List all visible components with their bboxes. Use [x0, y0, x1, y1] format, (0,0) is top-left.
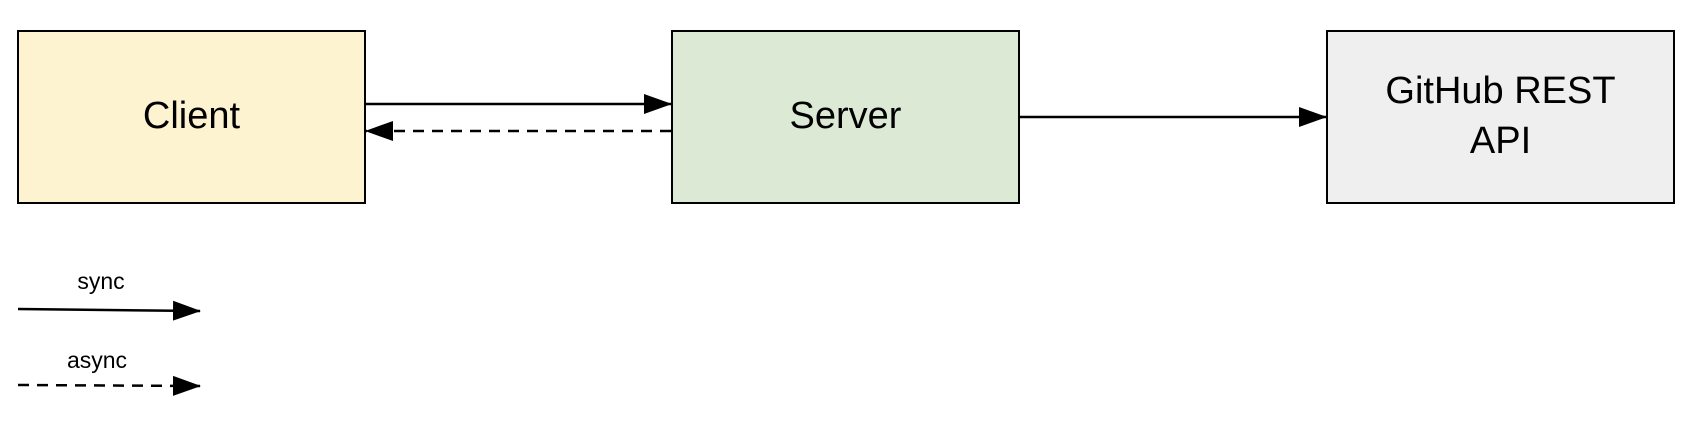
github-api-box — [1326, 30, 1675, 204]
legend-async-label: async — [67, 347, 127, 373]
server-node: Server — [671, 30, 1020, 204]
client-label: Client — [143, 95, 241, 137]
legend-sync-label: sync — [77, 268, 124, 294]
server-box — [671, 30, 1020, 204]
client-node: Client — [17, 30, 366, 204]
legend-sync-arrow — [17, 300, 201, 321]
legend-async-arrow — [17, 375, 201, 396]
client-box — [17, 30, 366, 204]
github-api-label-line2: API — [1470, 120, 1531, 162]
legend: sync async — [17, 268, 201, 396]
server-label: Server — [790, 95, 902, 137]
github-api-label-line1: GitHub REST — [1385, 70, 1615, 112]
github-api-node: GitHub REST API — [1326, 30, 1675, 204]
